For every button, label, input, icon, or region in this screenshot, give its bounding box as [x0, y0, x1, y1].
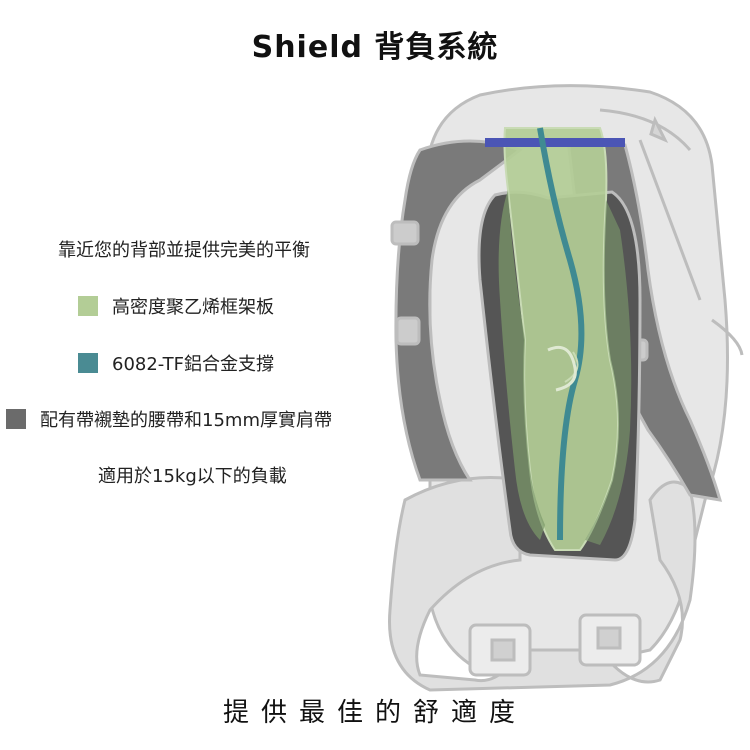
aluminium-stay [537, 127, 585, 541]
feature-aluminium: 6082-TF鋁合金支撐 [78, 350, 274, 376]
feature-aluminium-text: 6082-TF鋁合金支撐 [112, 354, 274, 375]
frame-sheet-swatch [78, 296, 98, 316]
feature-balance: 靠近您的背部並提供完美的平衡 [58, 236, 310, 262]
feature-load-text: 適用於15kg以下的負載 [98, 466, 287, 487]
top-bar [485, 138, 625, 147]
footer-slogan: 提供最佳的舒適度 [222, 698, 527, 728]
aluminium-swatch [78, 353, 98, 373]
page-title: Shield 背負系統 [251, 30, 499, 65]
padding-swatch [6, 409, 26, 429]
feature-padding-text: 配有帶襯墊的腰帶和15mm厚實肩帶 [40, 410, 332, 431]
feature-frame-sheet: 高密度聚乙烯框架板 [78, 293, 274, 319]
feature-frame-sheet-text: 高密度聚乙烯框架板 [112, 297, 274, 318]
feature-balance-text: 靠近您的背部並提供完美的平衡 [58, 240, 310, 261]
feature-padding: 配有帶襯墊的腰帶和15mm厚實肩帶 [6, 406, 332, 432]
shoulder-strap-left [390, 139, 524, 482]
feature-load: 適用於15kg以下的負載 [98, 462, 287, 488]
hip-belt [388, 476, 697, 692]
